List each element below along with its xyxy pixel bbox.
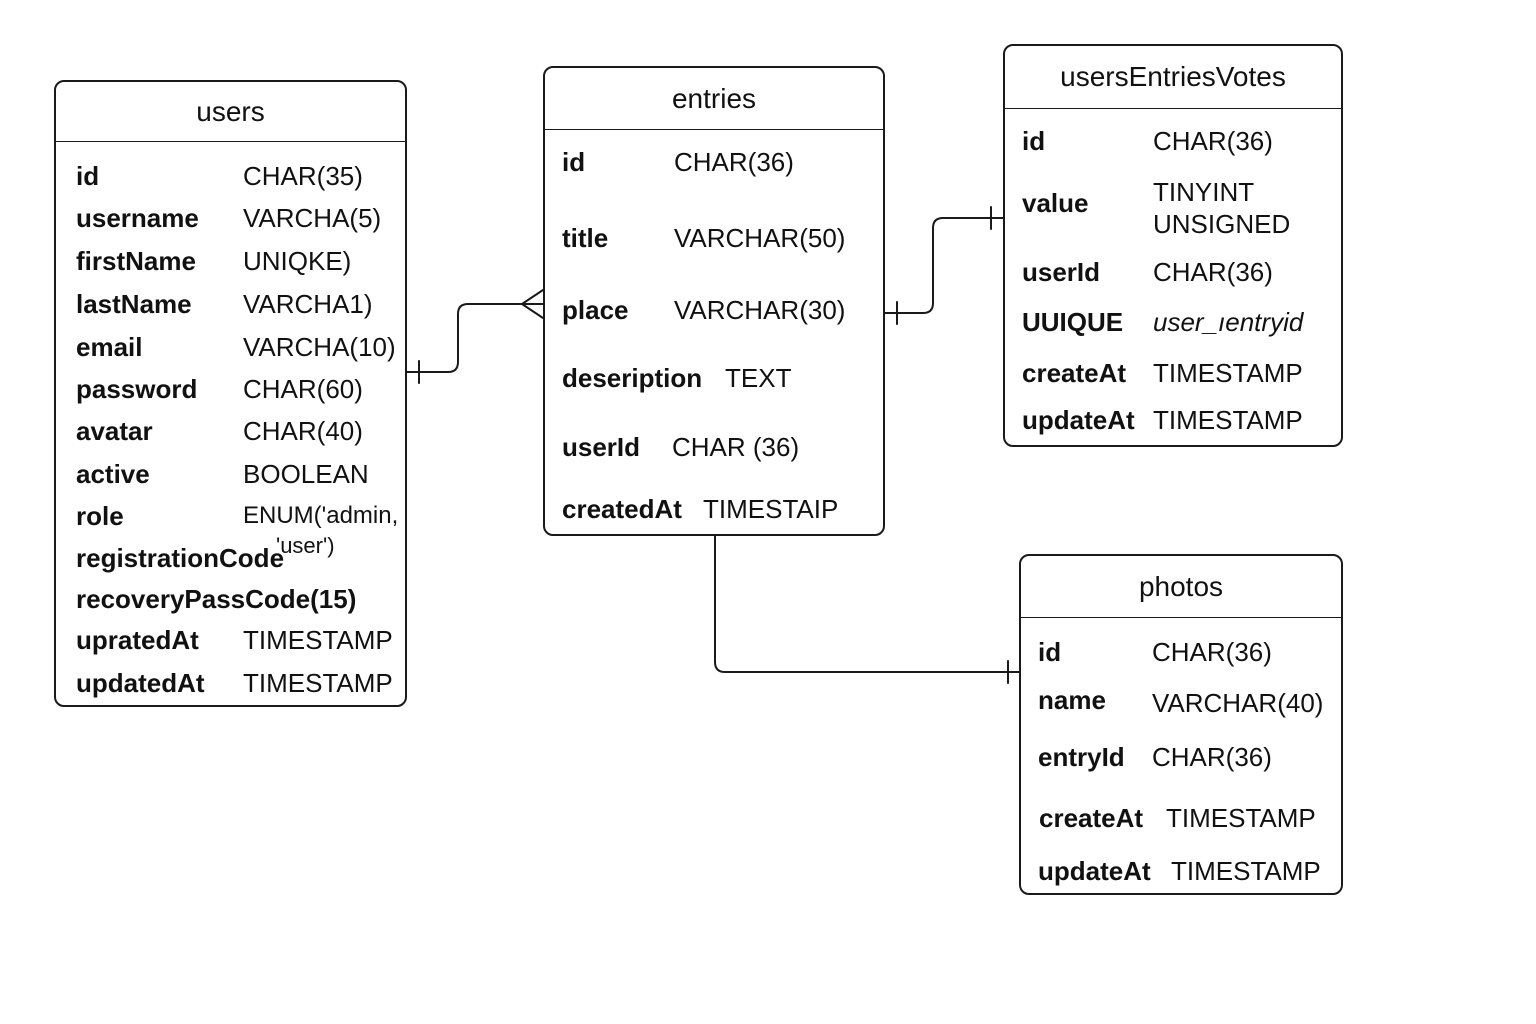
field-name-id: id [1038, 637, 1062, 667]
field-type-userid: CHAR (36) [672, 432, 800, 462]
field-name-password: password [76, 374, 198, 404]
field-type-createat: TIMESTAMP [1166, 803, 1316, 833]
field-type-updateat: TIMESTAMP [1153, 405, 1303, 435]
connector-users-entries [406, 289, 544, 384]
field-name-updateat: updateAt [1038, 856, 1151, 886]
field-name-userid: userId [1022, 257, 1101, 287]
field-name-createdat: createdAt [562, 494, 682, 524]
field-type-value: TINYINT [1153, 177, 1255, 207]
field-name-id: id [76, 161, 100, 191]
field-name-place: place [562, 295, 629, 325]
field-type-entryid: CHAR(36) [1152, 742, 1272, 772]
field-name-id: id [562, 147, 586, 177]
photos-table-title: photos [1021, 556, 1341, 618]
field-name-id: id [1022, 126, 1046, 156]
field-name-value: value [1022, 188, 1089, 218]
entries-table-title: entries [545, 68, 883, 130]
field-name-entryid: entryId [1038, 742, 1125, 772]
field-type-firstname: UNIQKE) [243, 246, 352, 276]
field-type-userid: CHAR(36) [1153, 257, 1273, 287]
field-type-description: TEXT [725, 363, 792, 393]
field-name-lastname: lastName [76, 289, 192, 319]
field-name-recoverypasscode: recoveryPassCode(15) [76, 584, 357, 614]
field-name-name: name [1038, 685, 1106, 715]
field-name-createat: createAt [1022, 358, 1127, 388]
field-type-active: BOOLEAN [243, 459, 369, 489]
field-type-id: CHAR(36) [674, 147, 794, 177]
field-type-place: VARCHAR(30) [674, 295, 846, 325]
field-type-unique: user_ıentryid [1153, 307, 1304, 337]
field-type-id: CHAR(36) [1152, 637, 1272, 667]
field-type-id: CHAR(36) [1153, 126, 1273, 156]
field-name-username: username [76, 203, 199, 233]
field-name-email: email [76, 332, 143, 362]
users-entries-votes-table[interactable]: usersEntriesVotes id CHAR(36) value TINY… [1003, 44, 1343, 447]
users-table-title: users [56, 82, 405, 142]
field-name-updatedat: updatedAt [76, 668, 205, 698]
connector-entries-votes [884, 206, 1004, 325]
field-name-updateat: updateAt [1022, 405, 1135, 435]
connector-entries-photos [714, 535, 1020, 684]
field-type-id: CHAR(35) [243, 161, 363, 191]
field-name-upratedat: upratedAt [76, 625, 199, 655]
entries-table[interactable]: entries id CHAR(36) title VARCHAR(50) pl… [543, 66, 885, 536]
field-name-registrationcode: registrationCode [76, 543, 285, 573]
field-name-role: role [76, 501, 124, 531]
field-type-password: CHAR(60) [243, 374, 363, 404]
field-type-role-continued: 'user') [276, 533, 335, 558]
field-type-lastname: VARCHA1) [243, 289, 373, 319]
field-type-title: VARCHAR(50) [674, 223, 846, 253]
field-name-firstname: firstName [76, 246, 196, 276]
field-type-email: VARCHA(10) [243, 332, 396, 362]
field-type-updatedat: TIMESTAMP [243, 668, 393, 698]
field-name-description: deseription [562, 363, 703, 393]
crows-foot-marker [521, 289, 544, 319]
field-type-createat: TIMESTAMP [1153, 358, 1303, 388]
photos-table[interactable]: photos id CHAR(36) name VARCHAR(40) entr… [1019, 554, 1343, 895]
field-type-updateat: TIMESTAMP [1171, 856, 1321, 886]
field-name-userid: userId [562, 432, 641, 462]
field-type-name: VARCHAR(40) [1152, 688, 1324, 718]
field-type-value-line2: UNSIGNED [1153, 209, 1291, 239]
users-table[interactable]: users id CHAR(35) username VARCHA(5) fir… [54, 80, 407, 707]
users-entries-votes-table-title: usersEntriesVotes [1005, 46, 1341, 109]
field-name-title: title [562, 223, 609, 253]
field-name-active: active [76, 459, 150, 489]
field-name-createat: createAt [1039, 803, 1144, 833]
field-type-upratedat: TIMESTAMP [243, 625, 393, 655]
field-name-avatar: avatar [76, 416, 153, 446]
field-type-username: VARCHA(5) [243, 203, 382, 233]
field-type-avatar: CHAR(40) [243, 416, 363, 446]
field-type-role: ENUM('admin, [243, 502, 399, 529]
field-type-createdat: TIMESTAIP [703, 494, 839, 524]
field-name-unique: UUIQUE [1022, 307, 1124, 337]
